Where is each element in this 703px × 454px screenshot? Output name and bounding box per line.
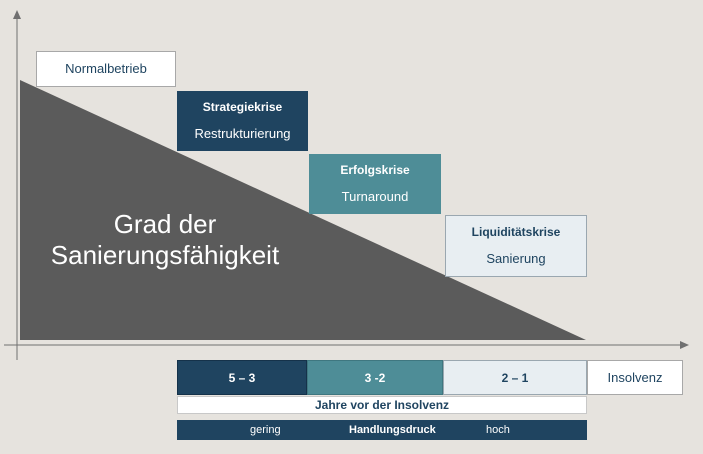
stage-erfolgskrise: Erfolgskrise Turnaround (309, 154, 441, 214)
years-caption: Jahre vor der Insolvenz (177, 396, 587, 414)
stage-normalbetrieb: Normalbetrieb (36, 51, 176, 87)
stage-erfolgskrise-subtitle: Turnaround (341, 189, 409, 205)
pressure-high-label: hoch (486, 424, 510, 436)
year-range-3: 2 – 1 (443, 360, 587, 395)
stage-liquiditaetskrise: Liquiditätskrise Sanierung (445, 215, 587, 277)
year-range-2-label: 3 -2 (364, 370, 386, 385)
stage-erfolgskrise-title: Erfolgskrise (340, 163, 410, 177)
year-range-1-label: 5 – 3 (228, 370, 256, 385)
stage-strategiekrise: Strategiekrise Restrukturierung (177, 91, 308, 151)
insolvency-label: Insolvenz (607, 370, 663, 385)
triangle (20, 80, 586, 340)
stage-strategiekrise-subtitle: Restrukturierung (194, 126, 291, 142)
year-range-3-label: 2 – 1 (501, 370, 529, 385)
years-caption-label: Jahre vor der Insolvenz (314, 398, 450, 412)
stage-liquiditaetskrise-subtitle: Sanierung (486, 251, 546, 267)
year-range-1: 5 – 3 (177, 360, 307, 395)
pressure-label: Handlungsdruck (349, 424, 436, 436)
stage-strategiekrise-title: Strategiekrise (202, 100, 283, 114)
triangle-label: Grad der Sanierungsfähigkeit (40, 209, 290, 271)
triangle-label-line-2: Sanierungsfähigkeit (50, 240, 280, 270)
pressure-bar: gering Handlungsdruck hoch (177, 420, 587, 440)
stage-liquiditaetskrise-title: Liquiditätskrise (471, 225, 561, 239)
stage-normalbetrieb-label: Normalbetrieb (65, 61, 147, 77)
insolvency-box: Insolvenz (587, 360, 683, 395)
y-axis-arrow (13, 10, 21, 19)
triangle-label-line-1: Grad der (113, 209, 217, 239)
year-range-2: 3 -2 (307, 360, 443, 395)
pressure-low-label: gering (250, 424, 281, 436)
x-axis-arrow (680, 341, 689, 349)
